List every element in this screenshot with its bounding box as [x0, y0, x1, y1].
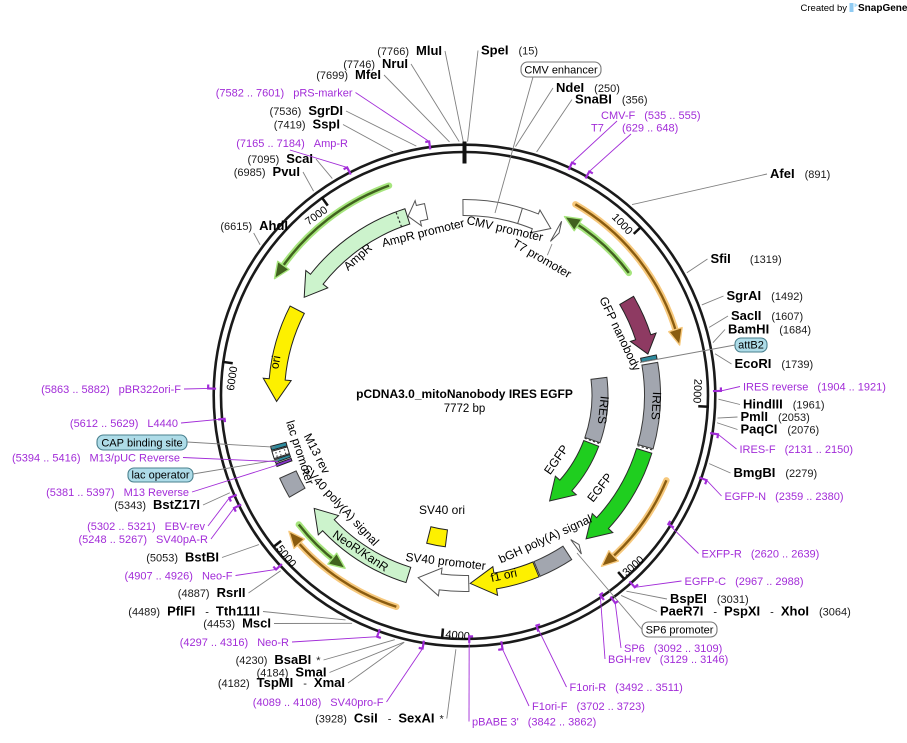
- svg-text:SV40 ori: SV40 ori: [419, 503, 465, 517]
- svg-text:IRES: IRES: [648, 392, 663, 421]
- svg-text:IRES-F(2131 .. 2150): IRES-F(2131 .. 2150): [740, 444, 854, 456]
- svg-text:(7165 .. 7184)Amp-R: (7165 .. 7184)Amp-R: [236, 138, 348, 150]
- svg-text:(5863 .. 5882)pBR322ori-F: (5863 .. 5882)pBR322ori-F: [41, 384, 181, 396]
- svg-text:ori: ori: [267, 355, 283, 371]
- svg-text:(5248 .. 5267)SV40pA-R: (5248 .. 5267)SV40pA-R: [79, 534, 209, 546]
- svg-text:SV40 promoter: SV40 promoter: [405, 550, 487, 573]
- svg-text:BGH-rev(3129 .. 3146): BGH-rev(3129 .. 3146): [608, 654, 728, 666]
- svg-text:CMV-F(535 .. 555): CMV-F(535 .. 555): [601, 110, 701, 122]
- svg-text:6000: 6000: [225, 366, 240, 392]
- svg-text:(5343)BstZ17I: (5343)BstZ17I: [114, 497, 200, 512]
- svg-text:EGFP: EGFP: [584, 470, 615, 504]
- svg-text:(4297 .. 4316)Neo-R: (4297 .. 4316)Neo-R: [180, 637, 289, 649]
- svg-text:(5302 .. 5321)EBV-rev: (5302 .. 5321)EBV-rev: [87, 521, 205, 533]
- svg-text:(4907 .. 4926)Neo-F: (4907 .. 4926)Neo-F: [124, 571, 232, 583]
- svg-text:pBABE 3'(3842 .. 3862): pBABE 3'(3842 .. 3862): [472, 717, 596, 729]
- svg-text:CMV enhancer: CMV enhancer: [524, 65, 598, 77]
- svg-text:EXFP-R(2620 .. 2639): EXFP-R(2620 .. 2639): [702, 549, 820, 561]
- svg-text:SpeI(15): SpeI(15): [481, 43, 538, 58]
- svg-text:(4489)PflFI-Tth111I: (4489)PflFI-Tth111I: [128, 604, 260, 619]
- svg-text:SfiI (1319): SfiI (1319): [711, 251, 782, 266]
- svg-text:T7 promoter: T7 promoter: [510, 236, 574, 281]
- svg-text:EGFP-C(2967 .. 2988): EGFP-C(2967 .. 2988): [685, 576, 804, 588]
- svg-text:SP6 promoter: SP6 promoter: [646, 625, 714, 637]
- svg-text:(6615)AhdI: (6615)AhdI: [220, 218, 288, 233]
- svg-text:(7582 .. 7601)pRS-marker: (7582 .. 7601)pRS-marker: [216, 88, 353, 100]
- svg-text:CAP binding site: CAP binding site: [101, 438, 182, 450]
- svg-text:(6985)PvuI: (6985)PvuI: [234, 164, 300, 179]
- svg-text:BamHI(1684): BamHI(1684): [728, 322, 811, 337]
- svg-text:SgrAI(1492): SgrAI(1492): [727, 288, 803, 303]
- svg-text:(4887)RsrII: (4887)RsrII: [178, 585, 246, 600]
- svg-text:T7 (629 .. 648): T7 (629 .. 648): [591, 123, 678, 135]
- svg-text:7772 bp: 7772 bp: [444, 403, 486, 415]
- svg-text:(5053)BstBI: (5053)BstBI: [146, 550, 219, 565]
- svg-text:(5612 .. 5629)L4440: (5612 .. 5629)L4440: [70, 418, 178, 430]
- svg-text:SnaBI(356): SnaBI(356): [575, 92, 648, 107]
- svg-text:AfeI(891): AfeI(891): [770, 166, 830, 181]
- svg-text:SnapGene: SnapGene: [858, 3, 907, 14]
- svg-text:Created by: Created by: [801, 3, 848, 14]
- svg-text:PaeR7I-PspXI-XhoI(3064): PaeR7I-PspXI-XhoI(3064): [660, 604, 851, 619]
- svg-text:EGFP-N(2359 .. 2380): EGFP-N(2359 .. 2380): [725, 491, 844, 503]
- svg-text:lac operator: lac operator: [131, 470, 189, 482]
- svg-text:attB2: attB2: [738, 340, 764, 352]
- svg-text:2000: 2000: [690, 379, 703, 404]
- svg-text:IRES: IRES: [595, 395, 612, 424]
- svg-text:4000: 4000: [445, 629, 470, 643]
- svg-text:(4089 .. 4108)SV40pro-F: (4089 .. 4108)SV40pro-F: [253, 697, 384, 709]
- svg-text:F1ori-F(3702 .. 3723): F1ori-F(3702 .. 3723): [532, 701, 645, 713]
- svg-text:(3928)CsiI-SexAI*: (3928)CsiI-SexAI*: [315, 711, 444, 726]
- svg-text:BmgBI(2279): BmgBI(2279): [734, 465, 818, 480]
- svg-text:EcoRI(1739): EcoRI(1739): [735, 356, 814, 371]
- svg-text:(7536)SgrDI: (7536)SgrDI: [270, 103, 343, 118]
- svg-text:pCDNA3.0_mitoNanobody IRES EGF: pCDNA3.0_mitoNanobody IRES EGFP: [356, 387, 573, 401]
- svg-text:(5381 .. 5397)M13 Reverse: (5381 .. 5397)M13 Reverse: [46, 487, 189, 499]
- svg-text:F1ori-R(3492 .. 3511): F1ori-R(3492 .. 3511): [570, 682, 683, 694]
- svg-text:3000: 3000: [620, 554, 646, 579]
- svg-text:(4230)BsaBI*: (4230)BsaBI*: [236, 652, 322, 667]
- svg-text:(7419)SspI: (7419)SspI: [274, 117, 340, 132]
- svg-text:(5394 .. 5416)M13/pUC Reverse: (5394 .. 5416)M13/pUC Reverse: [12, 453, 180, 465]
- svg-text:IRES reverse(1904 .. 1921): IRES reverse(1904 .. 1921): [743, 382, 886, 394]
